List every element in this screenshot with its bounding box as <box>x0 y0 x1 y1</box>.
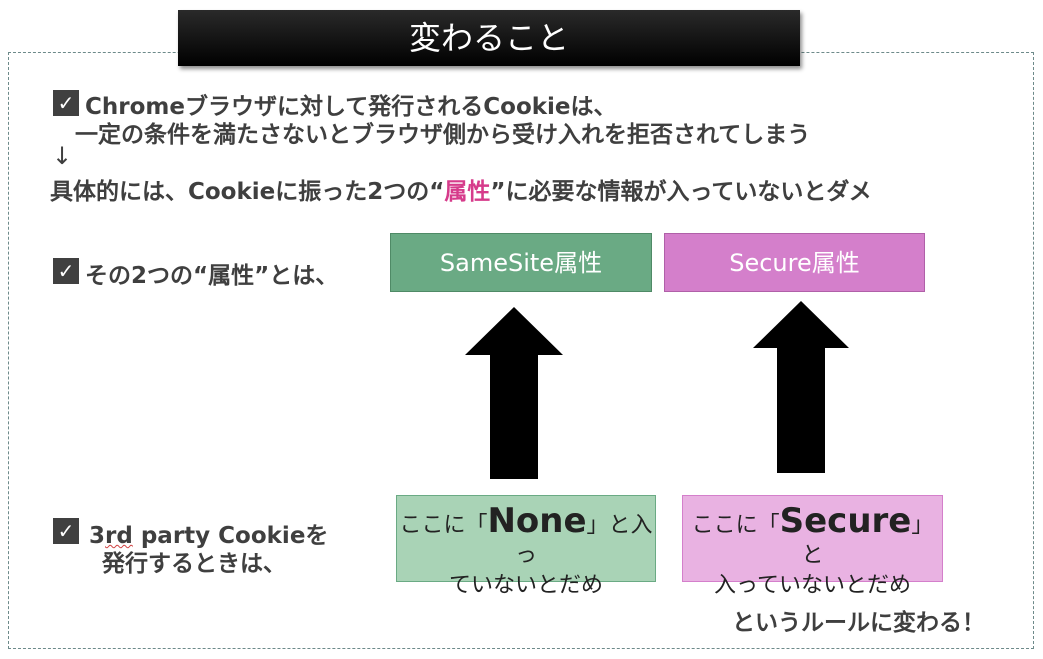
page-title: 変わること <box>178 10 800 66</box>
secure-note-line2: 入っていないとだめ <box>714 573 911 598</box>
statement-4a: 3rd party Cookieを <box>89 516 328 550</box>
statement-4-rd: rd <box>105 523 133 549</box>
statement-2: 具体的には、Cookieに振った2つの“属性”に必要な情報が入っていないとダメ <box>50 172 872 206</box>
footer-statement: というルールに変わる！ <box>732 610 985 636</box>
down-arrow-icon: ↓ <box>52 142 73 170</box>
checkbox-icon: ✓ <box>53 258 79 284</box>
statement-4b: 発行するときは、 <box>102 551 286 577</box>
statement-3: その2つの“属性”とは、 <box>85 263 339 289</box>
statement-4-rest: party Cookieを <box>132 523 329 549</box>
secure-note-line1: ここに「Secure」と <box>691 501 934 568</box>
up-arrow-icon <box>465 307 563 479</box>
statement-1a: Chromeブラウザに対して発行されるCookieは、 <box>85 94 617 120</box>
none-note-line1: ここに「None」と入っ <box>399 501 653 568</box>
statement-4-num: 3 <box>89 523 106 549</box>
highlight-attribute: 属性 <box>444 179 491 205</box>
secure-value: Secure <box>779 501 912 541</box>
samesite-attribute-box: SameSite属性 <box>390 233 652 292</box>
statement-1b: 一定の条件を満たさないとブラウザ側から受け入れを拒否されてしまう <box>75 122 811 148</box>
none-note-box: ここに「None」と入っ ていないとだめ <box>396 495 656 598</box>
secure-attribute-box: Secure属性 <box>664 233 925 292</box>
none-value: None <box>487 501 587 541</box>
statement-2-pre: 具体的には、Cookieに振った2つの“ <box>50 179 445 205</box>
checkbox-icon: ✓ <box>53 90 79 116</box>
statement-2-post: ”に必要な情報が入っていないとダメ <box>490 179 872 205</box>
secure-note-box: ここに「Secure」と 入っていないとだめ <box>682 495 943 598</box>
checkbox-icon: ✓ <box>53 518 79 544</box>
up-arrow-icon <box>753 301 849 473</box>
none-note-line2: ていないとだめ <box>448 573 603 598</box>
